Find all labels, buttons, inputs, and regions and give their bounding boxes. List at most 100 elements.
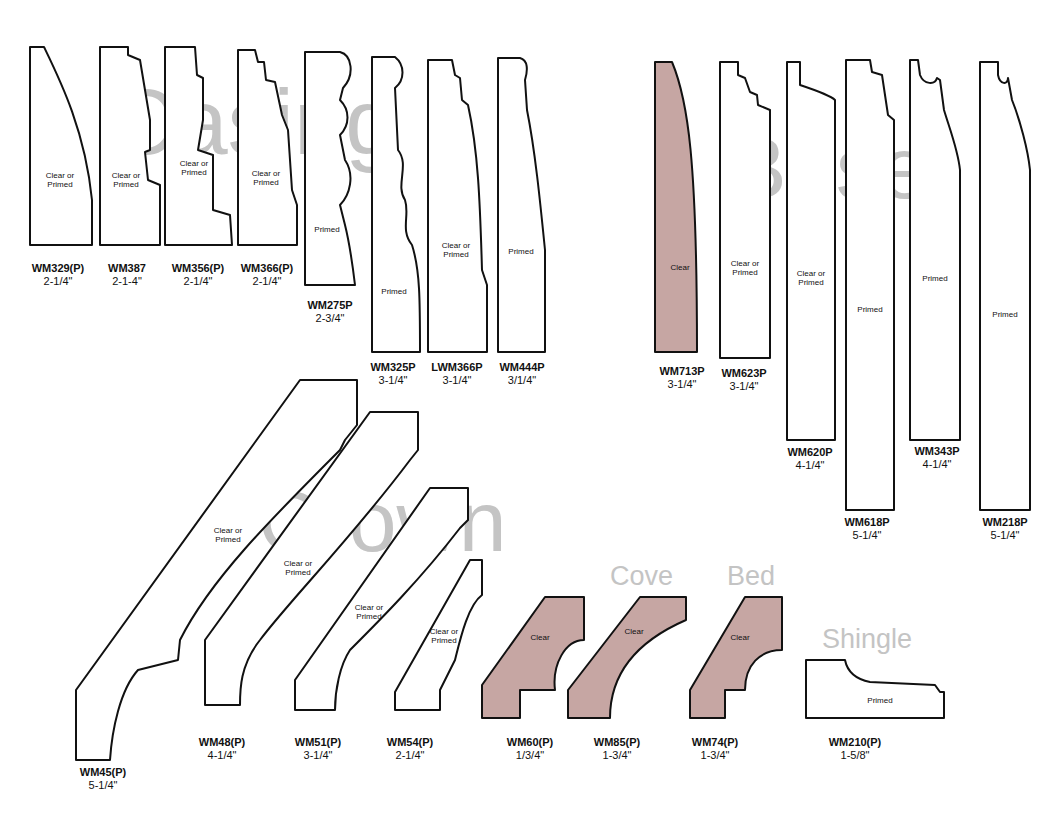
finish-note: Primed [377,287,411,296]
finish-note: Clear or Primed [728,259,762,277]
profile-shape [30,47,92,245]
finish-note: Clear [723,633,757,642]
finish-note: Primed [855,696,905,705]
profile-shape [720,62,770,358]
profile-size: 1-5/8" [841,749,870,761]
profile-code: WM60(P) [507,736,553,748]
profile-size: 3-1/4" [730,380,759,392]
profile-outline [785,60,837,442]
moulding-profile: Clear or PrimedWM366(P)2-1/4" [236,48,299,247]
finish-note: Primed [918,274,952,283]
moulding-profile: Clear or PrimedWM329(P)2-1/4" [28,45,98,247]
profile-size: 2-1/4" [253,275,282,287]
profile-code: WM343P [914,445,959,457]
profile-size: 5-1/4" [89,779,118,791]
profile-code: WM620P [787,446,832,458]
profile-shape [787,62,835,440]
profile-outline [978,60,1032,512]
finish-note: Clear or Primed [439,241,473,259]
finish-note: Clear or Primed [177,159,211,177]
profile-shape [372,57,420,352]
profile-size: 4-1/4" [796,459,825,471]
profile-outline [844,58,896,512]
finish-note: Primed [504,247,538,256]
profile-code: LWM366P [431,361,482,373]
profile-size: 1-3/4" [603,749,632,761]
profile-size: 5-1/4" [991,529,1020,541]
profile-code: WM713P [659,365,704,377]
profile-shape [806,660,944,718]
finish-note: Clear or Primed [352,603,386,621]
profile-size: 2-1/4" [184,275,213,287]
profile-size: 3-1/4" [668,378,697,390]
profile-outline [98,45,162,247]
profile-shape [568,597,686,718]
finish-note: Clear or Primed [249,169,283,187]
profile-code: WM618P [844,516,889,528]
profile-shape [165,47,232,245]
moulding-profile: Clear or PrimedWM3872-1-4" [98,45,162,247]
profile-size: 2-1/4" [396,749,425,761]
profile-code: WM329(P) [32,262,85,274]
profile-outline [718,60,772,360]
profile-outline [566,595,688,720]
moulding-profile: PrimedWM210(P)1-5/8" [804,658,946,720]
profile-size: 3/1/4" [508,374,536,386]
profile-code: WM444P [499,361,544,373]
moulding-profile: ClearWM85(P)1-3/4" [566,595,688,720]
moulding-profile: PrimedWM325P3-1/4" [370,55,422,354]
profile-code: WM48(P) [199,736,245,748]
finish-note: Clear or Primed [43,171,77,189]
finish-note: Clear or Primed [281,559,315,577]
finish-note: Clear or Primed [794,269,828,287]
moulding-profile: PrimedWM618P5-1/4" [844,58,896,512]
profile-code: WM623P [721,367,766,379]
profile-code: WM387 [108,262,146,274]
profile-outline [426,58,489,354]
profile-size: 1/3/4" [516,749,544,761]
profile-shape [846,60,894,510]
profile-size: 2-1-4" [112,275,142,287]
profile-code: WM275P [307,299,352,311]
moulding-profile: Clear or PrimedWM54(P)2-1/4" [393,558,484,712]
profile-shape [395,560,482,710]
profile-code: WM51(P) [295,736,341,748]
finish-note: Clear [523,633,557,642]
finish-note: Clear or Primed [211,526,245,544]
profile-outline [28,45,98,247]
profile-code: WM74(P) [692,736,738,748]
profile-outline [496,56,547,354]
profile-code: WM210(P) [829,736,882,748]
moulding-profile: ClearWM74(P)1-3/4" [688,595,784,720]
profile-shape [428,60,487,352]
profile-outline [804,658,946,720]
profile-code: WM85(P) [594,736,640,748]
finish-note: Clear or Primed [109,171,143,189]
profile-size: 3-1/4" [304,749,333,761]
finish-note: Clear or Primed [428,627,460,645]
section-label: Cove [610,563,673,590]
profile-code: WM356(P) [172,262,225,274]
profile-shape [690,597,782,718]
profile-shape [238,50,297,245]
profile-outline [908,58,962,442]
profile-size: 1-3/4" [701,749,730,761]
moulding-profile: PrimedWM218P5-1/4" [978,60,1032,512]
profile-size: 5-1/4" [853,529,882,541]
profile-size: 4-1/4" [923,458,952,470]
finish-note: Clear [663,263,697,272]
profile-shape [655,62,697,352]
profile-code: WM325P [370,361,415,373]
profile-size: 3-1/4" [379,374,408,386]
finish-note: Primed [310,225,344,234]
profile-size: 2-3/4" [316,312,345,324]
profile-outline [163,45,234,247]
moulding-profile: Clear or PrimedWM623P3-1/4" [718,60,772,360]
profile-shape [980,62,1030,510]
profile-shape [305,52,355,285]
moulding-profile: Clear or PrimedWM620P4-1/4" [785,60,837,442]
profile-size: 4-1/4" [208,749,237,761]
finish-note: Primed [853,305,887,314]
profile-code: WM54(P) [387,736,433,748]
